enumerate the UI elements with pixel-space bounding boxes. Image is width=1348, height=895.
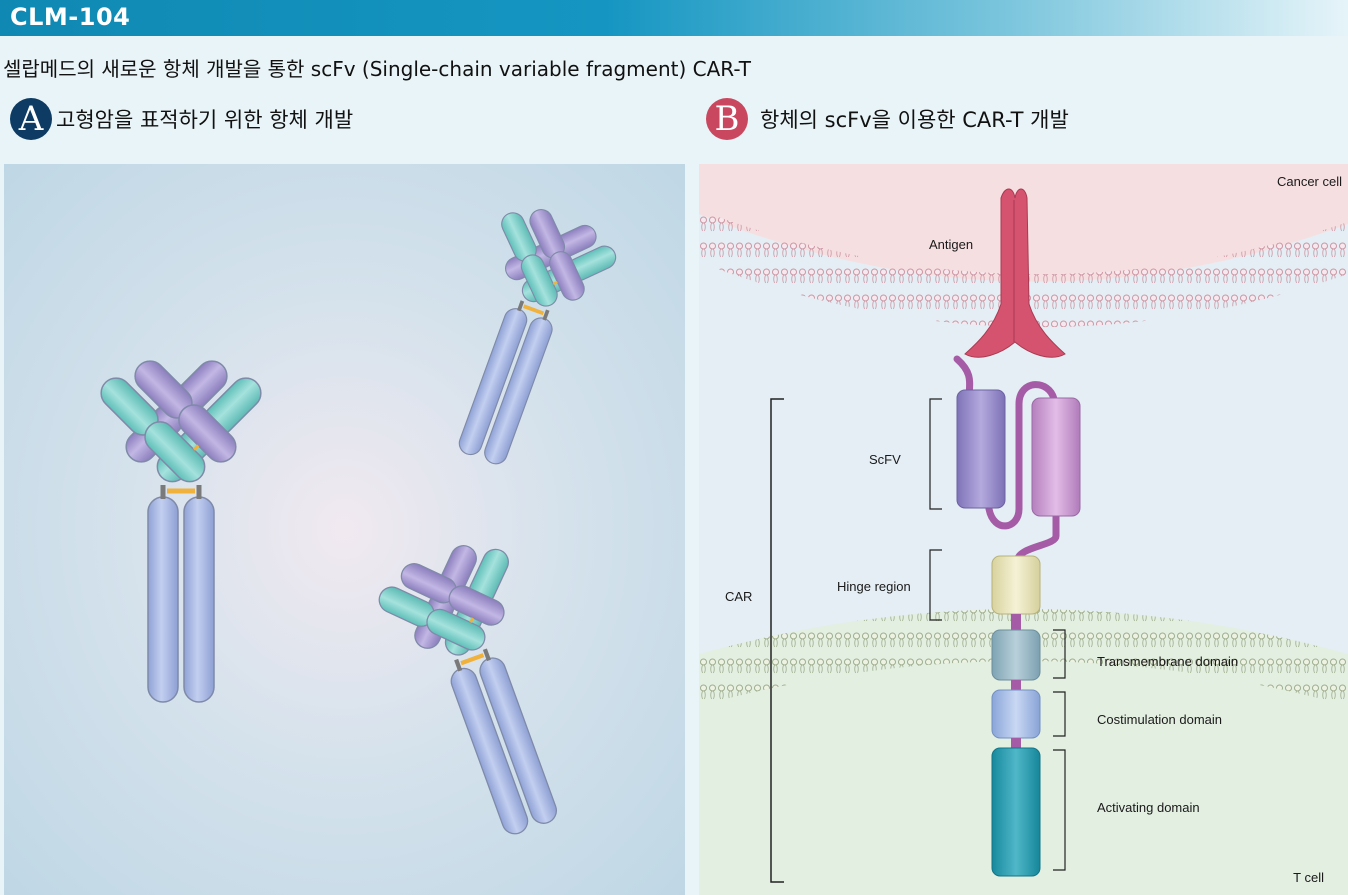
scfv-heavy-domain <box>957 390 1005 508</box>
hinge-region <box>992 556 1040 614</box>
page-title: CLM-104 <box>10 3 130 31</box>
section-a-badge: A <box>10 98 52 140</box>
scfv-light-domain <box>1032 398 1080 516</box>
title-bar: CLM-104 <box>0 0 1348 36</box>
label-costimulation: Costimulation domain <box>1097 712 1222 727</box>
car-t-panel: Cancer cell Antigen ScFV Hinge region CA… <box>699 164 1348 895</box>
section-b-title: 항체의 scFv을 이용한 CAR-T 개발 <box>760 104 1069 134</box>
page-subtitle: 셀랍메드의 새로운 항체 개발을 통한 scFv (Single-chain v… <box>3 53 751 82</box>
label-transmembrane: Transmembrane domain <box>1097 654 1238 669</box>
antibody-panel <box>4 164 685 895</box>
section-b-badge: B <box>706 98 748 140</box>
label-t-cell: T cell <box>1293 870 1324 885</box>
antibody-large <box>95 346 267 702</box>
activating-domain <box>992 748 1040 876</box>
section-b-heading: B 항체의 scFv을 이용한 CAR-T 개발 <box>706 98 1069 140</box>
car-t-diagram: Cancer cell Antigen ScFV Hinge region CA… <box>699 164 1348 895</box>
label-antigen: Antigen <box>929 237 973 252</box>
section-a-heading: A 고형암을 표적하기 위한 항체 개발 <box>10 98 353 140</box>
transmembrane-domain <box>992 630 1040 680</box>
label-scfv: ScFV <box>869 452 901 467</box>
scfv-bracket <box>930 399 942 509</box>
antibody-top-right <box>419 186 632 481</box>
label-activating: Activating domain <box>1097 800 1200 815</box>
label-cancer-cell: Cancer cell <box>1277 174 1342 189</box>
antibody-illustration <box>4 164 685 895</box>
label-hinge: Hinge region <box>837 579 911 594</box>
costimulation-domain <box>992 690 1040 738</box>
label-car: CAR <box>725 589 752 604</box>
antibody-bottom <box>361 519 602 853</box>
section-a-title: 고형암을 표적하기 위한 항체 개발 <box>56 104 353 134</box>
hinge-bracket <box>930 550 942 620</box>
